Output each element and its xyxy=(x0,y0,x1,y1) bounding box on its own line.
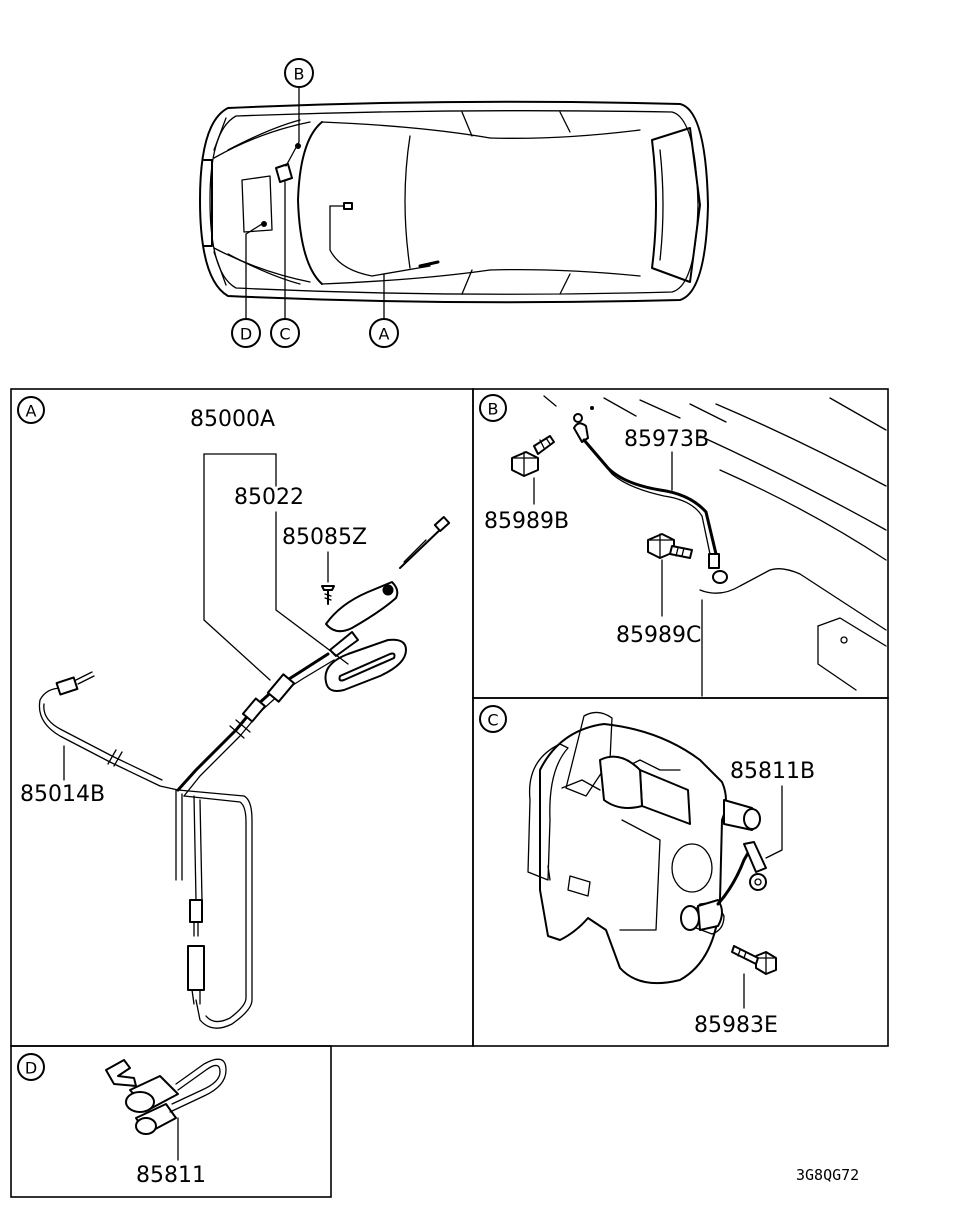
part-label-85014b: 85014B xyxy=(20,782,105,807)
callout-b-panel: B xyxy=(479,394,507,422)
part-label-85989b: 85989B xyxy=(484,509,569,534)
ground-strap-85973b xyxy=(573,406,728,584)
cable-85014b xyxy=(38,671,179,791)
screw-85085z xyxy=(321,585,335,605)
callout-a-panel: A xyxy=(17,396,45,424)
connector-85811b xyxy=(716,841,767,906)
svg-text:B: B xyxy=(294,65,305,84)
bolt-85983e xyxy=(731,945,777,975)
part-label-85973b: 85973B xyxy=(624,427,709,452)
svg-text:B: B xyxy=(488,400,499,419)
callout-c-panel: C xyxy=(479,705,507,733)
part-label-85983e: 85983E xyxy=(694,1013,778,1038)
callout-a-top: A xyxy=(369,318,399,348)
part-label-85085z: 85085Z xyxy=(282,525,367,550)
connector-85811 xyxy=(105,1058,227,1135)
panel-d-border xyxy=(10,1045,332,1198)
drawing-code: 3G8QG72 xyxy=(796,1166,859,1184)
body-panel-lines xyxy=(543,395,887,697)
svg-text:A: A xyxy=(26,402,37,421)
bolt-85989c xyxy=(647,533,693,559)
panel-c-border xyxy=(472,697,889,1047)
svg-text:C: C xyxy=(279,325,290,344)
bolt-85989b xyxy=(511,435,555,477)
svg-text:A: A xyxy=(379,325,390,344)
svg-text:C: C xyxy=(487,711,498,730)
callout-d-panel: D xyxy=(17,1053,45,1081)
vehicle-callout-leaders xyxy=(245,87,385,319)
alternator xyxy=(527,711,761,985)
callout-b-top: B xyxy=(284,58,314,88)
antenna-pad xyxy=(324,638,407,692)
callout-c-top: C xyxy=(270,318,300,348)
vehicle-top-view xyxy=(199,100,709,304)
antenna-cable xyxy=(175,652,335,1029)
svg-text:D: D xyxy=(25,1059,37,1078)
part-label-85000a: 85000A xyxy=(190,407,275,432)
panel-d: D 85811 xyxy=(17,1053,227,1188)
panel-c: C xyxy=(479,705,815,1038)
callout-d-top: D xyxy=(231,318,261,348)
panel-b: B xyxy=(479,394,887,697)
svg-text:D: D xyxy=(240,325,252,344)
part-label-85989c: 85989C xyxy=(616,623,701,648)
part-label-85811b: 85811B xyxy=(730,759,815,784)
panel-a: A xyxy=(17,396,451,1029)
antenna-assembly xyxy=(325,516,451,657)
part-label-85811: 85811 xyxy=(136,1163,206,1188)
part-label-85022: 85022 xyxy=(234,485,304,510)
